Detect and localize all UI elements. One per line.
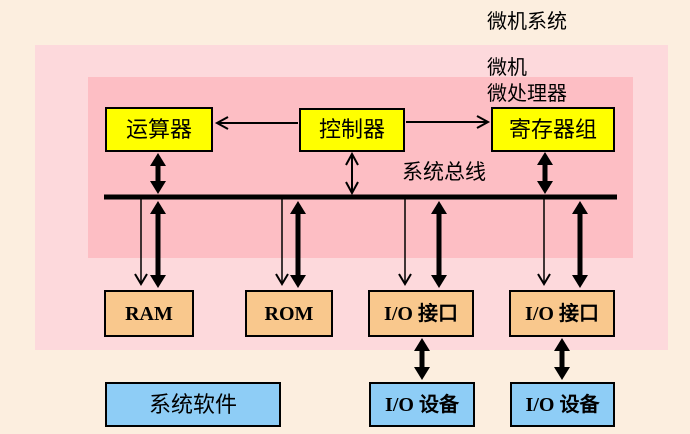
box-controller: 控制器 — [299, 108, 405, 152]
box-io-interface-1: I/O 接口 — [368, 290, 474, 337]
box-register-group: 寄存器组 — [491, 107, 615, 152]
box-ram: RAM — [104, 290, 194, 337]
box-system-software: 系统软件 — [105, 382, 281, 427]
microcomputer-label: 微机 — [487, 57, 527, 79]
box-io-interface-2: I/O 接口 — [509, 290, 615, 337]
box-alu: 运算器 — [105, 107, 213, 152]
diagram-title: 微机系统 — [487, 11, 567, 33]
box-io-device-2: I/O 设备 — [510, 382, 615, 427]
microprocessor-label: 微处理器 — [487, 83, 567, 105]
box-io-device-1: I/O 设备 — [369, 382, 475, 427]
box-rom: ROM — [245, 290, 333, 337]
system-bus-label: 系统总线 — [402, 160, 486, 184]
